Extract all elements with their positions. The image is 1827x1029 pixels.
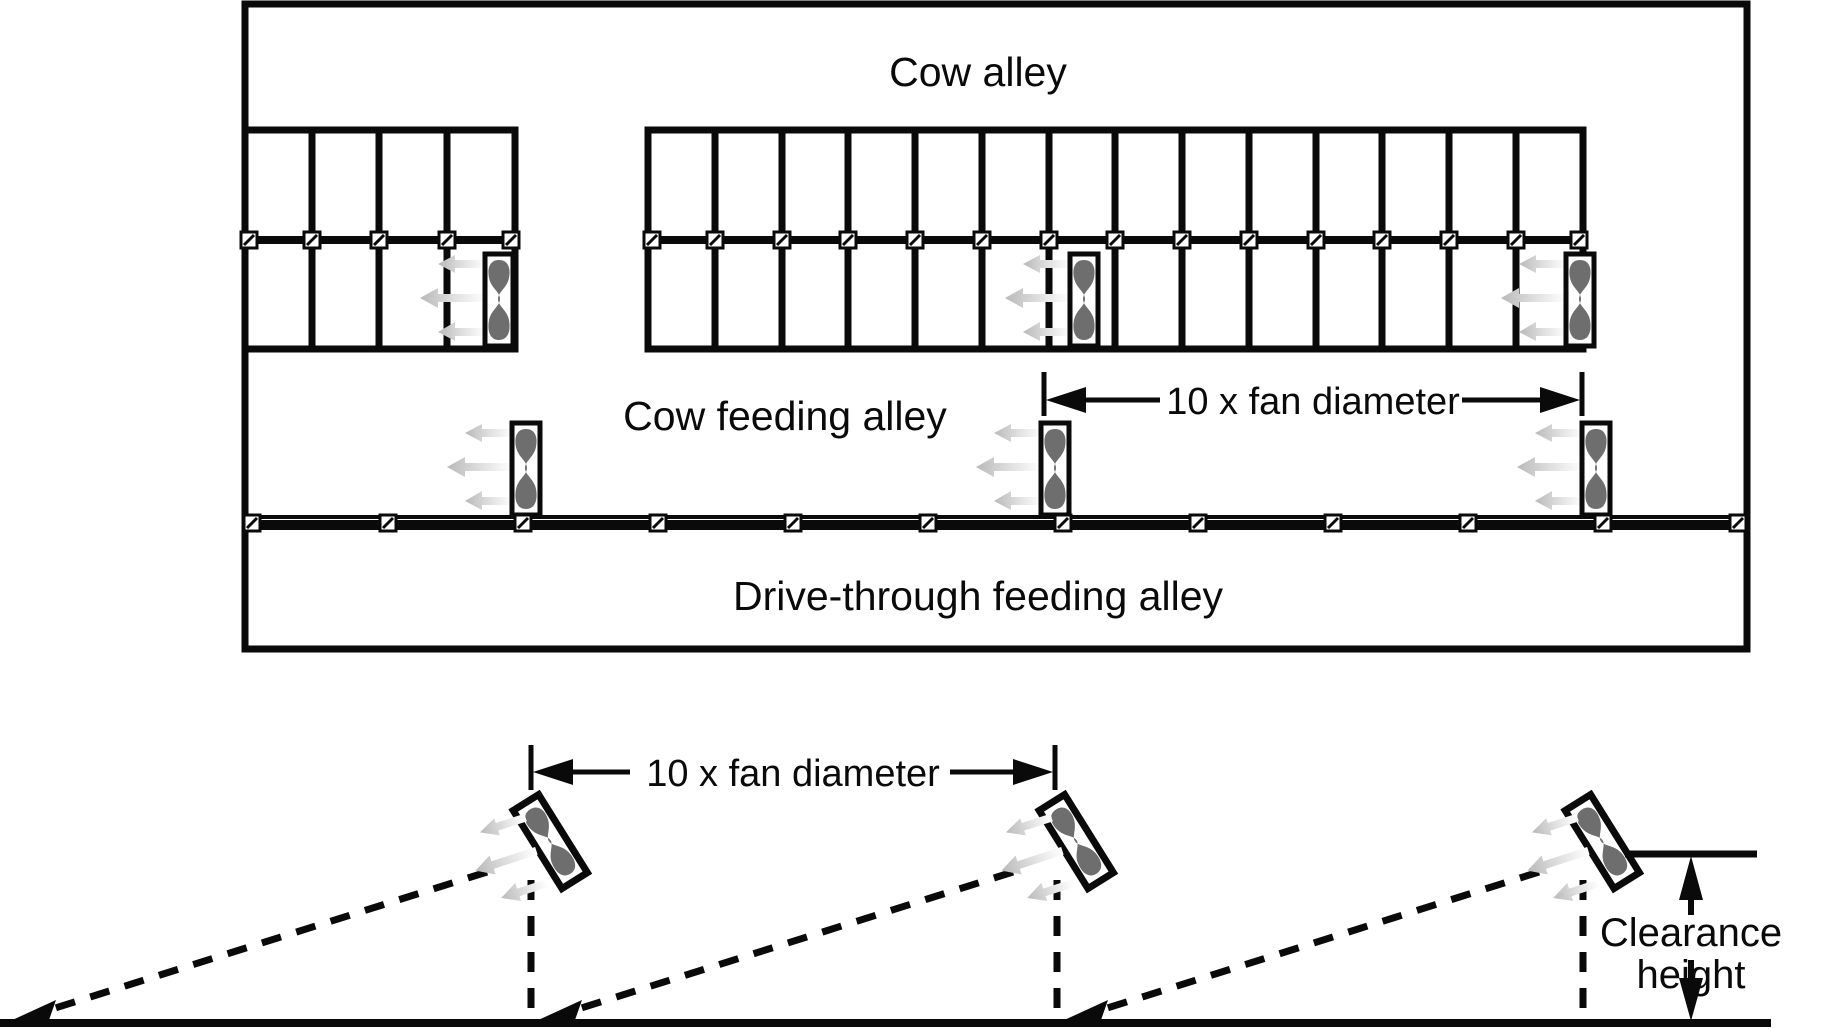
section-dimension-label: 10 x fan diameter (646, 753, 940, 795)
clearance-height-dimension: Clearance height (1600, 850, 1782, 1021)
tilted-fan-3 (1514, 795, 1639, 912)
airflow-throw-lines (28, 868, 1541, 1020)
plan-view: Cow alley (239, 0, 1751, 653)
drive-through-feeding-alley-label: Drive-through feeding alley (733, 573, 1223, 619)
airflow-throw-arrowheads (8, 1000, 1108, 1022)
cow-alley-label: Cow alley (889, 49, 1067, 95)
clearance-height-label-line2: height (1637, 953, 1746, 997)
tilted-fan-2 (988, 795, 1113, 912)
plan-dimension-10x-fan-diameter: 10 x fan diameter (1041, 372, 1585, 423)
feed-barrier-rail (242, 513, 1748, 533)
section-view: 10 x fan diameter (0, 745, 1782, 1027)
cow-feeding-alley-label: Cow feeding alley (623, 393, 947, 439)
clearance-height-label-line1: Clearance (1600, 911, 1782, 955)
fan-drop-lines (527, 880, 1587, 1019)
main-stall-group (642, 126, 1589, 353)
plan-dimension-label: 10 x fan diameter (1166, 381, 1460, 423)
section-dimension-10x-fan-diameter: 10 x fan diameter (528, 745, 1058, 795)
tilted-fan-1 (462, 795, 587, 912)
left-stall-group (239, 126, 521, 353)
